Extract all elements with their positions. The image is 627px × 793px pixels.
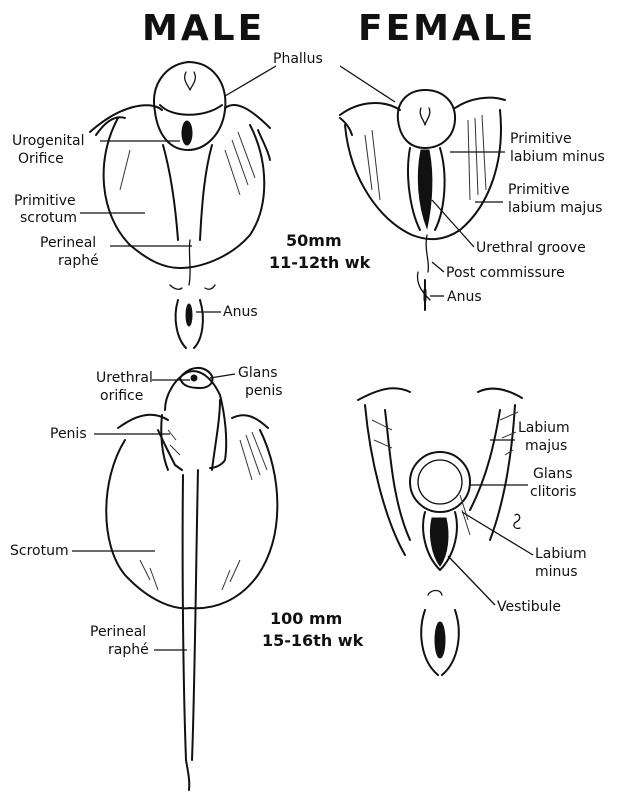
leader-phallus-male xyxy=(225,66,276,96)
label-labium-minus-2: minus xyxy=(535,564,578,580)
label-primitive-majus-2: labium majus xyxy=(508,200,602,216)
labels-100-male: Urethral orifice Glans penis Penis Scrot… xyxy=(10,365,283,658)
leader-phallus-female xyxy=(340,66,395,102)
label-primitive-scrotum-1: Primitive xyxy=(14,193,76,209)
label-glans-penis-1: Glans xyxy=(238,365,277,381)
male-50-urogenital-orifice xyxy=(182,121,192,145)
label-labium-minus-1: Labium xyxy=(535,546,587,562)
label-glans-clitoris-1: Glans xyxy=(533,466,572,482)
label-labium-majus-2: majus xyxy=(525,438,567,454)
label-urethral-groove: Urethral groove xyxy=(476,240,586,256)
label-scrotum: Scrotum xyxy=(10,543,69,559)
label-primitive-majus-1: Primitive xyxy=(508,182,570,198)
stage-50-age: 11-12th wk xyxy=(269,253,371,272)
label-glans-penis-2: penis xyxy=(245,383,283,399)
label-perineal-100-1: Perineal xyxy=(90,624,146,640)
label-primitive-scrotum-2: scrotum xyxy=(20,210,77,226)
heading-female: FEMALE xyxy=(358,8,536,49)
stage-50-length: 50mm xyxy=(286,231,342,250)
label-vestibule: Vestibule xyxy=(497,599,561,615)
label-glans-clitoris-2: clitoris xyxy=(530,484,576,500)
stage-100-age: 15-16th wk xyxy=(262,631,364,650)
label-primitive-minus-2: labium minus xyxy=(510,149,605,165)
label-perineal-raphe-1: Perineal xyxy=(40,235,96,251)
label-urogenital: Urogenital xyxy=(12,133,84,149)
leader-glans-penis xyxy=(210,374,235,378)
labels-50-female: Primitive labium minus Primitive labium … xyxy=(430,131,605,305)
female-100-vestibule xyxy=(430,518,448,566)
label-anus-male: Anus xyxy=(223,304,258,320)
label-urethral-2: orifice xyxy=(100,388,143,404)
female-50-urethral-groove xyxy=(418,150,432,228)
male-100-urethral-orifice xyxy=(191,375,197,381)
label-perineal-100-2: raphé xyxy=(108,642,149,658)
male-100mm-figure xyxy=(106,368,277,790)
label-anus-female: Anus xyxy=(447,289,482,305)
label-urethral-1: Urethral xyxy=(96,370,153,386)
label-phallus: Phallus xyxy=(273,51,323,67)
label-post-commissure: Post commissure xyxy=(446,265,565,281)
stage-100-length: 100 mm xyxy=(270,609,342,628)
label-labium-majus-1: Labium xyxy=(518,420,570,436)
label-perineal-raphe-2: raphé xyxy=(58,253,99,269)
labels-100-female: Labium majus Glans clitoris Labium minus… xyxy=(448,420,587,615)
heading-male: MALE xyxy=(142,8,265,49)
leader-vestibule xyxy=(448,556,495,605)
label-orifice: Orifice xyxy=(18,151,64,167)
label-penis: Penis xyxy=(50,426,87,442)
female-100mm-figure xyxy=(358,388,522,675)
male-50-anus xyxy=(186,304,192,326)
female-100-anus xyxy=(435,622,445,658)
label-primitive-minus-1: Primitive xyxy=(510,131,572,147)
leader-post-commissure xyxy=(432,262,444,272)
